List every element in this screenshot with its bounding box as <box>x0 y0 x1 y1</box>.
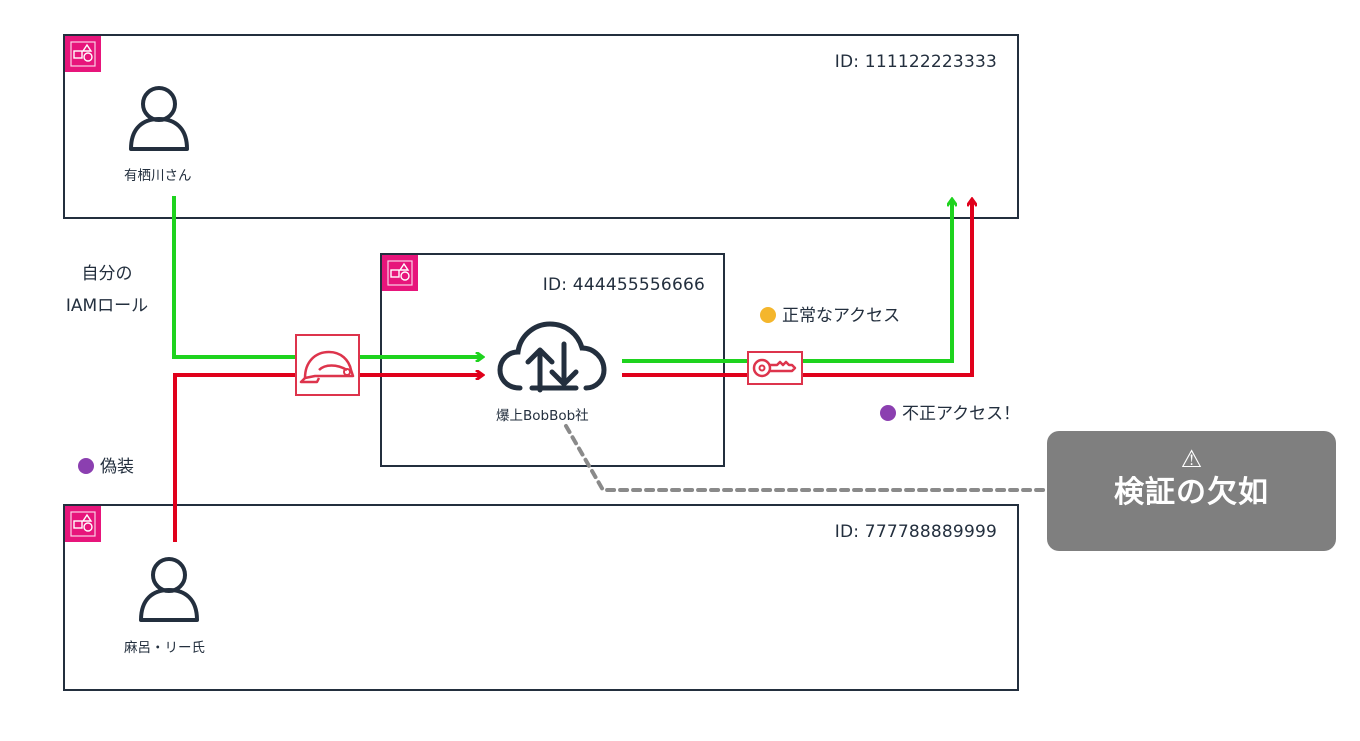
cloud-upload-download-icon <box>496 318 608 394</box>
own-role-line2: IAMロール <box>65 296 149 316</box>
disguise-note: 偽装 <box>78 452 134 477</box>
account-icon <box>65 506 101 542</box>
own-role-note: 自分の IAMロール <box>52 258 162 322</box>
access-key-icon <box>747 351 803 385</box>
account-box-top: ID: 111122223333 <box>63 34 1019 219</box>
normal-access-note: 正常なアクセス <box>760 301 900 326</box>
user-name-label: 麻呂・リー氏 <box>124 640 205 656</box>
disguise-label: 偽装 <box>100 457 134 477</box>
account-icon <box>65 36 101 72</box>
callout-title: 検証の欠如 <box>1114 475 1269 510</box>
account-id: ID: 777788889999 <box>834 522 997 542</box>
warning-icon: ⚠ <box>1180 445 1203 473</box>
unauthorized-access-note: 不正アクセス！ <box>880 399 1020 424</box>
user-icon <box>137 553 207 623</box>
smiling-devil-emoji <box>880 405 896 421</box>
grinning-face-emoji <box>760 307 776 323</box>
account-id: ID: 111122223333 <box>834 52 997 72</box>
missing-verification-callout: ⚠ 検証の欠如 <box>1047 431 1336 551</box>
user-name-label: 有栖川さん <box>124 168 192 184</box>
normal-access-label: 正常なアクセス <box>782 306 901 326</box>
smiling-devil-emoji <box>78 458 94 474</box>
own-role-line1: 自分の <box>81 264 133 284</box>
user-icon <box>127 82 197 152</box>
unauthorized-access-label: 不正アクセス！ <box>902 404 1021 424</box>
account-id: ID: 444455556666 <box>542 275 705 295</box>
iam-role-helmet-icon <box>295 334 360 396</box>
service-name-label: 爆上BobBob社 <box>496 408 589 424</box>
account-icon <box>382 255 418 291</box>
